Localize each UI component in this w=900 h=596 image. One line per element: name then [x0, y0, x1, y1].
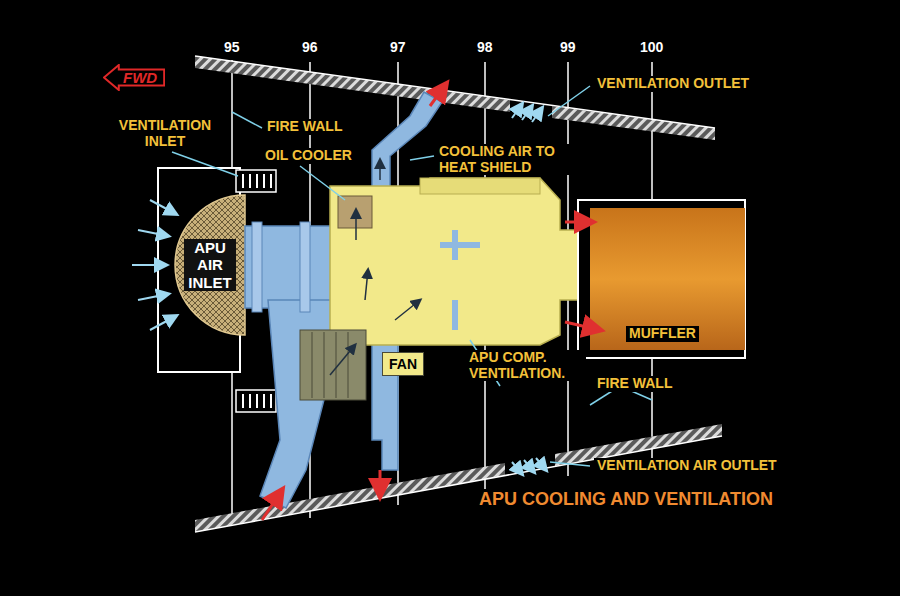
callout-label: VENTILATION AIR OUTLET: [594, 458, 780, 474]
node-text: APU AIR INLET: [184, 239, 236, 291]
callout-label: FIRE WALL: [264, 119, 345, 135]
callout-label: OIL COOLER: [262, 148, 355, 164]
node-text: FAN: [389, 356, 417, 372]
callout-label: FIRE WALL: [594, 376, 675, 392]
inlet-label: APU AIR INLET: [182, 237, 238, 293]
node-text: FWD: [123, 69, 157, 86]
fan-box: FAN: [382, 352, 424, 376]
station-number: 96: [300, 40, 320, 56]
station-number: 98: [475, 40, 495, 56]
callout-label: COOLING AIR TO HEAT SHIELD: [436, 144, 580, 175]
diagram-title: APU COOLING AND VENTILATION: [476, 489, 776, 509]
station-number: 95: [222, 40, 242, 56]
forward-arrow: FWD: [103, 64, 165, 91]
station-number: 100: [638, 40, 665, 56]
callout-label: VENTILATION INLET: [104, 118, 226, 149]
callout-label: VENTILATION OUTLET: [594, 76, 752, 92]
callout-label: APU COMP. VENTILATION.: [466, 350, 586, 381]
station-number: 99: [558, 40, 578, 56]
callout-label: MUFFLER: [626, 326, 699, 342]
station-number: 97: [388, 40, 408, 56]
